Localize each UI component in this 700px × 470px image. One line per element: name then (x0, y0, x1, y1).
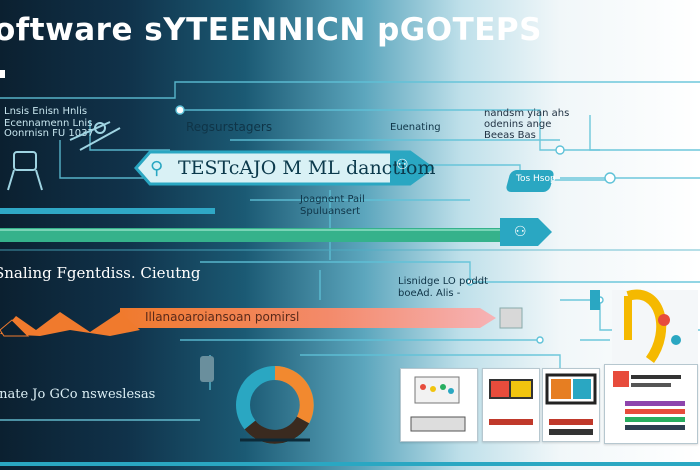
orange-bar-text: Illanaoaroiansoan pomirsl (145, 310, 300, 324)
thin-teal-bar (0, 208, 215, 214)
group-icon: ⚇ (514, 224, 527, 240)
top-left-label-3: Oonrnisn FU 1037 (4, 128, 94, 139)
banner-text: TESTcAJO M ML danctiom (178, 157, 436, 179)
people-icon: ⚇ (396, 157, 409, 173)
registers-label: Regsurstagers (186, 120, 273, 134)
palette-card (604, 364, 698, 444)
section-heading: Snaling Fgentdiss. Cieutng (0, 264, 201, 282)
page-title: oftware sYTEENNICN pGOTEPS (0, 12, 542, 48)
top-left-label-1: Lnsis Enisn Hnlis (4, 106, 88, 117)
mid-right-label-1: Lisnidge LO poddt (398, 276, 489, 287)
badge-text: Tos Hsop (516, 174, 556, 184)
monitor-card (542, 368, 600, 442)
mid-label-2: Spuluansert (300, 206, 361, 217)
top-right-label-1: nandsm yian ahs (484, 108, 570, 119)
device-card (482, 368, 540, 442)
top-right-label-3: Beeas Bas (484, 130, 536, 141)
bottom-left-text: Inate Jo GCo nsweslesas (0, 387, 156, 402)
pin-icon: ⚲ (150, 158, 164, 179)
laptop-card (400, 368, 478, 442)
mid-right-label-2: boeAd. Alis - (398, 288, 461, 299)
top-left-label-2: Ecennamenn Lnis (4, 118, 93, 129)
mid-label-1: Joagnent Pail (300, 194, 365, 205)
evenacting-label: Euenating (390, 122, 441, 133)
top-right-label-2: odenins ange (484, 119, 552, 130)
